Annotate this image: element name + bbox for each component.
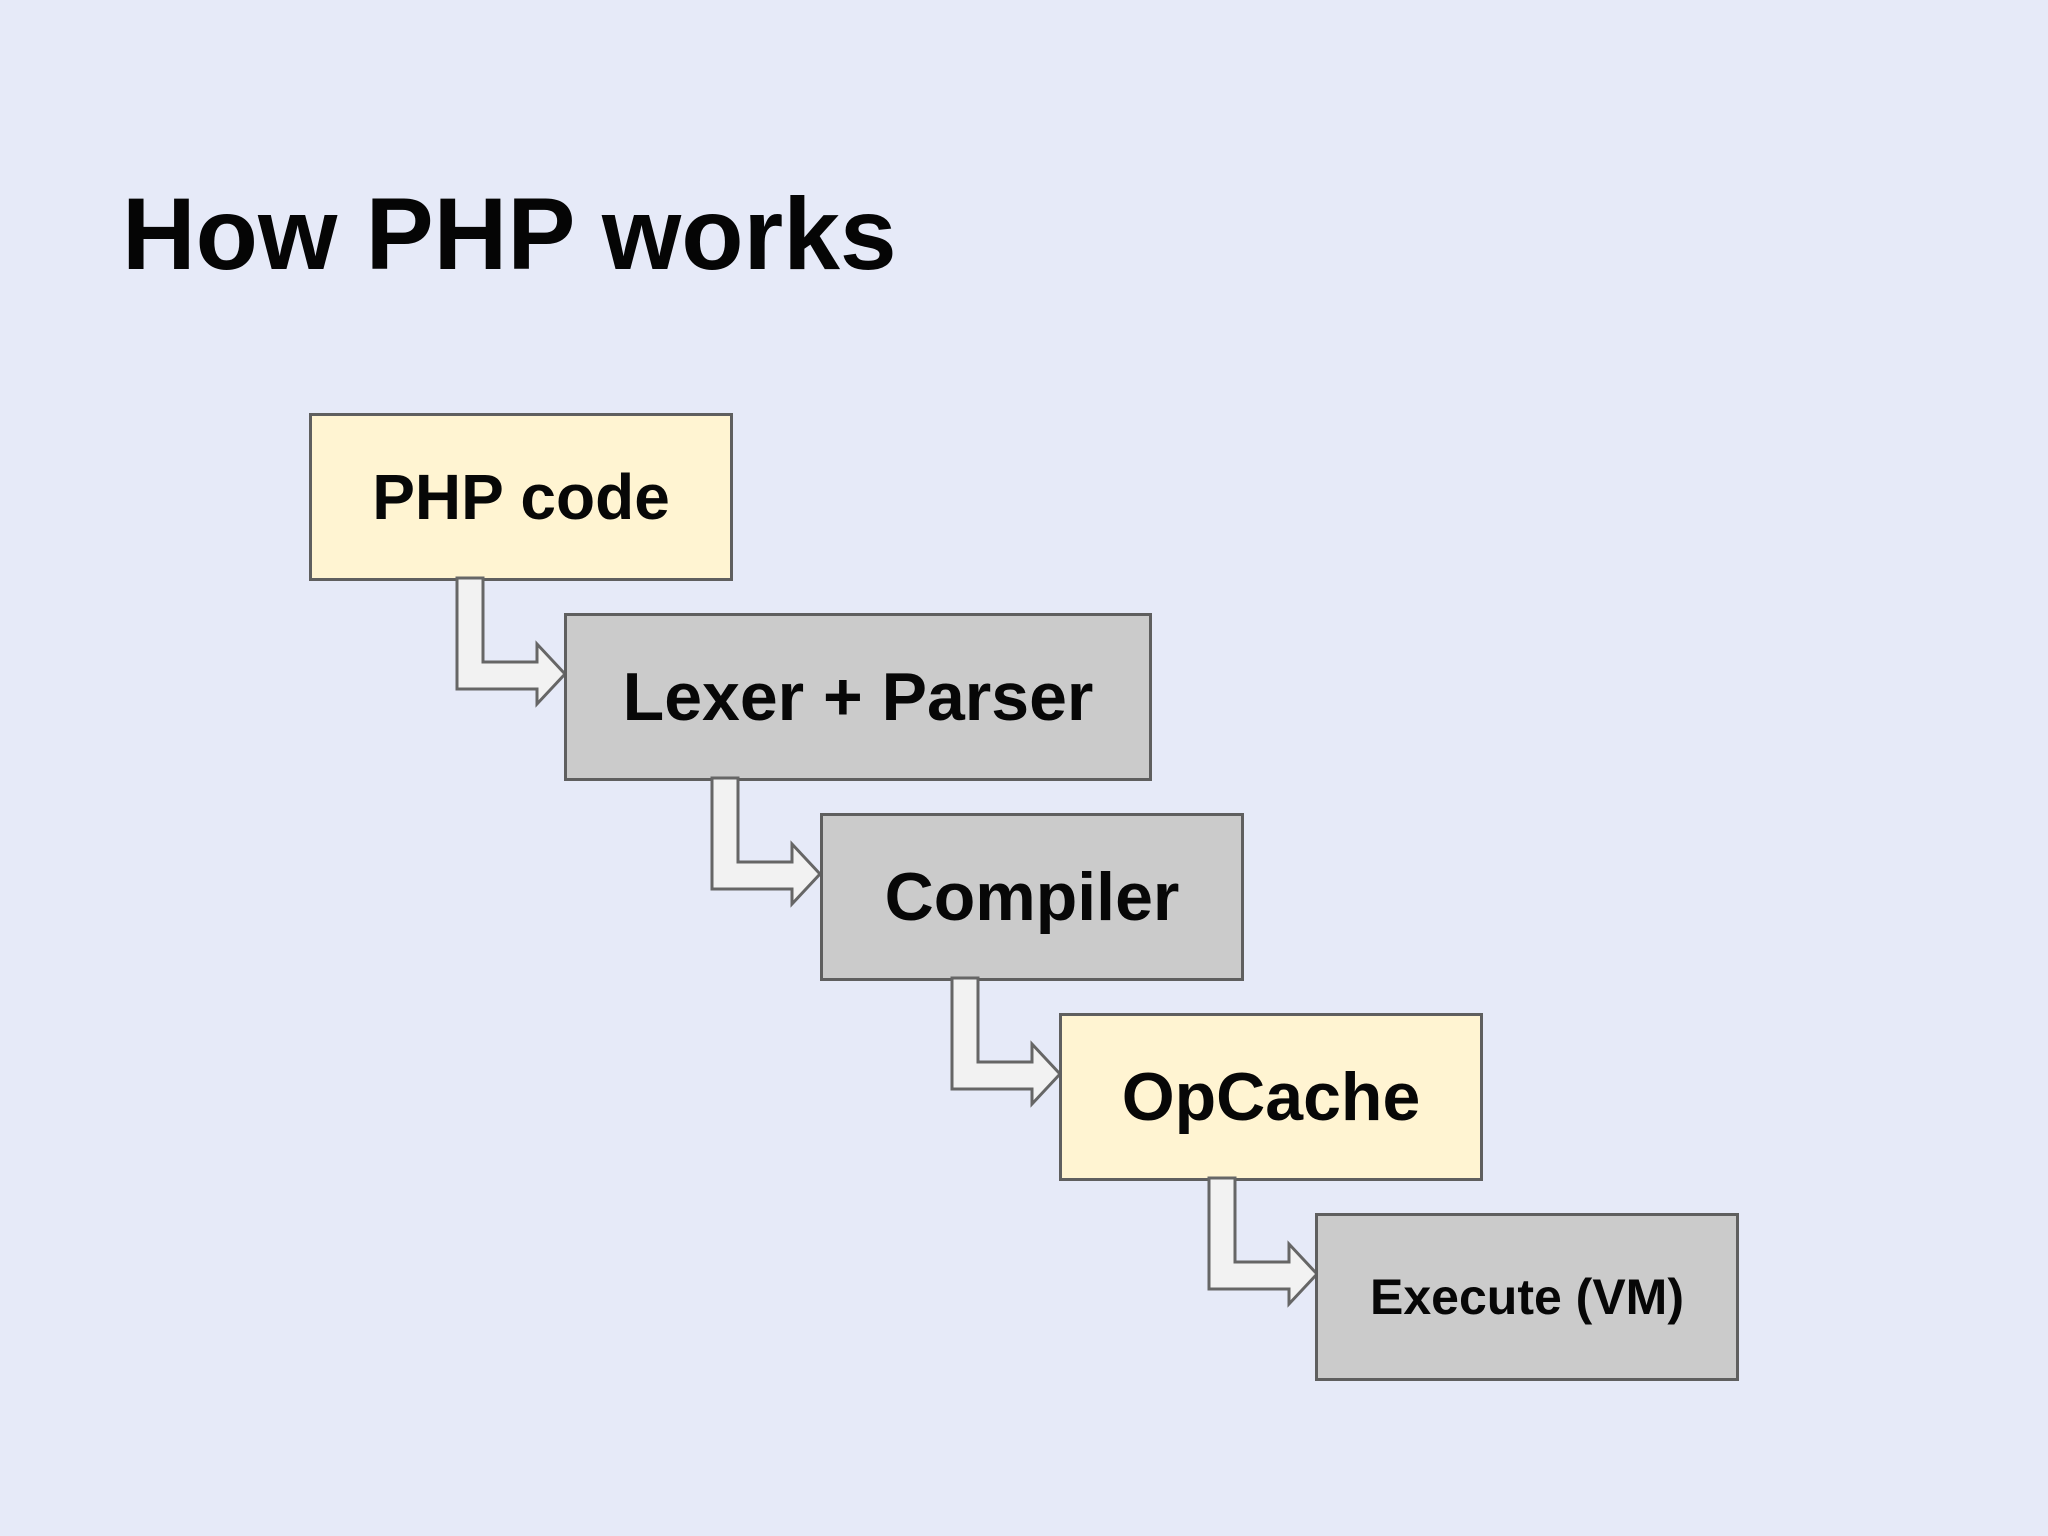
bent-arrow-icon <box>710 776 823 908</box>
step-execute-vm: Execute (VM) <box>1315 1213 1739 1381</box>
step-lexer-parser: Lexer + Parser <box>564 613 1152 781</box>
step-label: Lexer + Parser <box>622 659 1094 735</box>
step-label: PHP code <box>372 461 670 533</box>
step-label: Execute (VM) <box>1370 1269 1684 1325</box>
bent-arrow-icon <box>950 976 1063 1108</box>
step-opcache: OpCache <box>1059 1013 1483 1181</box>
step-php-code: PHP code <box>309 413 733 581</box>
bent-arrow-icon <box>1207 1176 1320 1308</box>
step-label: OpCache <box>1121 1059 1421 1135</box>
step-label: Compiler <box>884 859 1180 935</box>
bent-arrow-icon <box>455 576 568 708</box>
slide-title: How PHP works <box>122 177 897 291</box>
step-compiler: Compiler <box>820 813 1244 981</box>
